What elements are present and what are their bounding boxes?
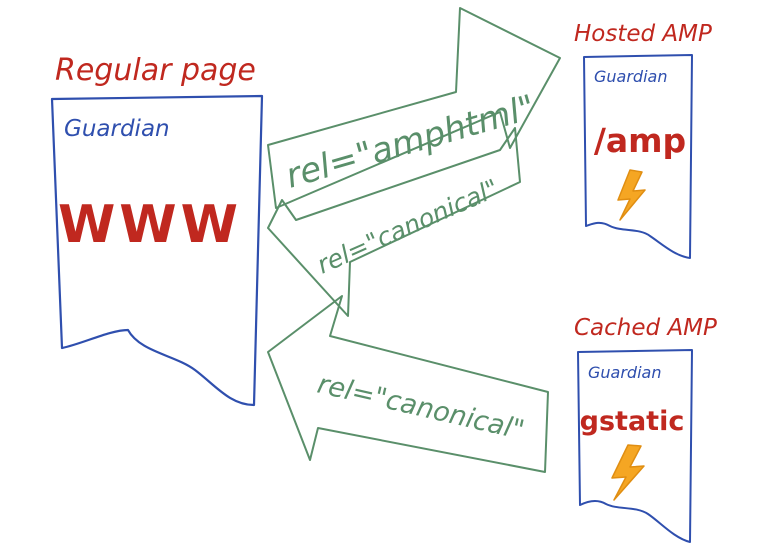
lightning-bolt-icon bbox=[611, 444, 645, 501]
hosted-amp-title: Hosted AMP bbox=[574, 21, 712, 47]
hosted-amp-document bbox=[583, 54, 693, 259]
arrow-canonical-hosted-label: rel="canonical" bbox=[313, 173, 503, 279]
regular-page-brand: Guardian bbox=[64, 116, 170, 142]
regular-page-title: Regular page bbox=[55, 53, 256, 88]
hosted-amp-brand: Guardian bbox=[594, 67, 667, 86]
lightning-bolt-icon bbox=[617, 169, 646, 221]
arrow-canonical-hosted bbox=[267, 127, 521, 317]
cached-amp-label: gstatic bbox=[580, 406, 685, 437]
regular-page-label: WWW bbox=[58, 195, 242, 255]
arrow-amphtml bbox=[267, 7, 561, 209]
cached-amp-title: Cached AMP bbox=[574, 315, 717, 341]
cached-amp-document bbox=[577, 349, 693, 543]
hosted-amp-label: /amp bbox=[594, 121, 686, 160]
arrow-canonical-cached-label: rel="canonical" bbox=[314, 369, 527, 447]
arrow-canonical-cached bbox=[267, 295, 549, 473]
cached-amp-brand: Guardian bbox=[588, 363, 661, 382]
regular-page-document bbox=[50, 94, 264, 407]
